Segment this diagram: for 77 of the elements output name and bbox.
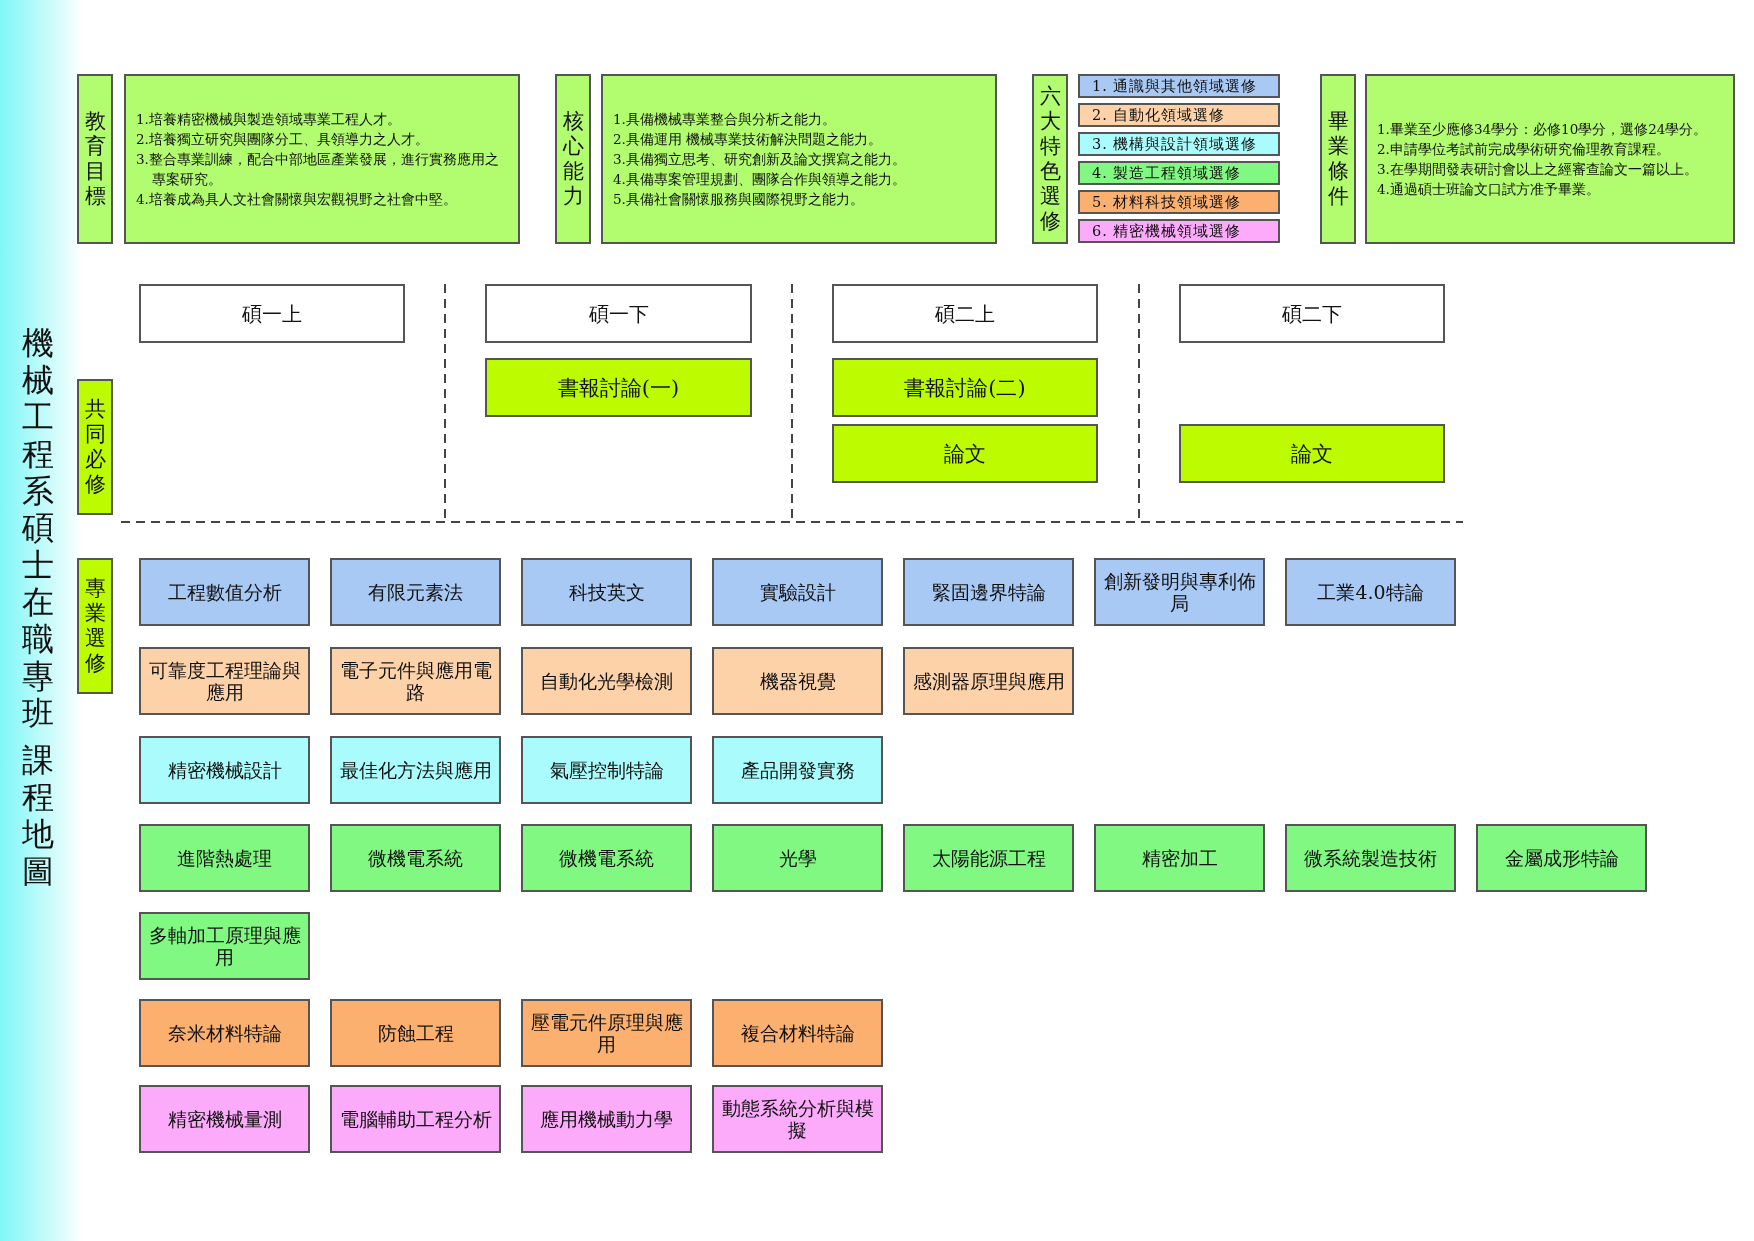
section-label-box bbox=[555, 74, 591, 244]
list-item: 4.具備專案管理規劃、團隊合作與領導之能力。 bbox=[613, 170, 906, 189]
heading-text: 六大特色選修 bbox=[1039, 84, 1061, 234]
track-legend-box: 3. 機構與設計領域選修 bbox=[1078, 132, 1280, 156]
course-box: 科技英文 bbox=[521, 558, 692, 626]
course-box: 產品開發實務 bbox=[712, 736, 883, 804]
page-subtitle: 課程地圖 bbox=[21, 742, 55, 890]
course-box: 光學 bbox=[712, 824, 883, 892]
course-box: 創新發明與專利佈局 bbox=[1094, 558, 1265, 626]
course-box: 微機電系統 bbox=[521, 824, 692, 892]
course-box: 精密加工 bbox=[1094, 824, 1265, 892]
course-box: 金屬成形特論 bbox=[1476, 824, 1647, 892]
list-item: 4.培養成為具人文社會關懷與宏觀視野之社會中堅。 bbox=[136, 190, 457, 209]
course-box: 實驗設計 bbox=[712, 558, 883, 626]
semester-box: 碩一下 bbox=[485, 284, 752, 343]
course-box: 論文 bbox=[1179, 424, 1445, 483]
section-label-box bbox=[1320, 74, 1356, 244]
list-item: 1.畢業至少應修34學分：必修10學分，選修24學分。 bbox=[1377, 120, 1708, 139]
course-box: 微系統製造技術 bbox=[1285, 824, 1456, 892]
course-box: 電腦輔助工程分析 bbox=[330, 1085, 501, 1153]
heading-text: 畢業條件 bbox=[1327, 109, 1349, 209]
track-legend-box: 4. 製造工程領域選修 bbox=[1078, 161, 1280, 185]
course-box: 防蝕工程 bbox=[330, 999, 501, 1067]
heading-text: 專業選修 bbox=[84, 576, 106, 676]
track-legend-box: 5. 材料科技領域選修 bbox=[1078, 190, 1280, 214]
course-box: 自動化光學檢測 bbox=[521, 647, 692, 715]
list-item: 4.通過碩士班論文口試方准予畢業。 bbox=[1377, 180, 1600, 199]
list-item: 3.具備獨立思考、研究創新及論文撰寫之能力。 bbox=[613, 150, 906, 169]
course-box: 應用機械動力學 bbox=[521, 1085, 692, 1153]
course-box: 工程數值分析 bbox=[139, 558, 310, 626]
page-title: 機械工程系碩士在職專班 bbox=[21, 325, 55, 732]
course-box: 論文 bbox=[832, 424, 1098, 483]
course-box: 微機電系統 bbox=[330, 824, 501, 892]
semester-box: 碩二上 bbox=[832, 284, 1098, 343]
course-box: 精密機械量測 bbox=[139, 1085, 310, 1153]
course-box: 氣壓控制特論 bbox=[521, 736, 692, 804]
heading-text: 教育目標 bbox=[84, 109, 106, 209]
heading-text: 核心能力 bbox=[562, 109, 584, 209]
course-box: 工業4.0特論 bbox=[1285, 558, 1456, 626]
course-box: 壓電元件原理與應用 bbox=[521, 999, 692, 1067]
list-item: 1.培養精密機械與製造領域專業工程人才。 bbox=[136, 110, 401, 129]
course-box: 最佳化方法與應用 bbox=[330, 736, 501, 804]
track-legend-box: 2. 自動化領域選修 bbox=[1078, 103, 1280, 127]
course-box: 電子元件與應用電路 bbox=[330, 647, 501, 715]
course-box: 機器視覺 bbox=[712, 647, 883, 715]
course-box: 書報討論(一) bbox=[485, 358, 752, 417]
text-panel bbox=[601, 74, 997, 244]
section-label-box bbox=[1032, 74, 1068, 244]
semester-box: 碩一上 bbox=[139, 284, 405, 343]
course-box: 動態系統分析與模擬 bbox=[712, 1085, 883, 1153]
section-label-box bbox=[77, 379, 113, 515]
course-box: 奈米材料特論 bbox=[139, 999, 310, 1067]
course-box: 書報討論(二) bbox=[832, 358, 1098, 417]
track-legend-box: 1. 通識與其他領域選修 bbox=[1078, 74, 1280, 98]
section-label-box bbox=[77, 74, 113, 244]
list-item: 2.申請學位考試前完成學術研究倫理教育課程。 bbox=[1377, 140, 1670, 159]
course-box: 太陽能源工程 bbox=[903, 824, 1074, 892]
course-box: 緊固邊界特論 bbox=[903, 558, 1074, 626]
course-box: 複合材料特論 bbox=[712, 999, 883, 1067]
list-item: 3.整合專業訓練，配合中部地區產業發展，進行實務應用之專案研究。 bbox=[136, 150, 500, 189]
text-panel bbox=[1365, 74, 1735, 244]
list-item: 1.具備機械專業整合與分析之能力。 bbox=[613, 110, 836, 129]
section-label-box bbox=[77, 558, 113, 694]
semester-box: 碩二下 bbox=[1179, 284, 1445, 343]
track-legend-box: 6. 精密機械領域選修 bbox=[1078, 219, 1280, 243]
course-box: 可靠度工程理論與應用 bbox=[139, 647, 310, 715]
course-box: 進階熱處理 bbox=[139, 824, 310, 892]
text-panel bbox=[124, 74, 520, 244]
heading-text: 共同必修 bbox=[84, 397, 106, 497]
course-box: 精密機械設計 bbox=[139, 736, 310, 804]
list-item: 3.在學期間發表研討會以上之經審查論文一篇以上。 bbox=[1377, 160, 1698, 179]
list-item: 5.具備社會關懷服務與國際視野之能力。 bbox=[613, 190, 864, 209]
course-box: 有限元素法 bbox=[330, 558, 501, 626]
list-item: 2.具備運用 機械專業技術解決問題之能力。 bbox=[613, 130, 883, 149]
course-box: 感測器原理與應用 bbox=[903, 647, 1074, 715]
list-item: 2.培養獨立研究與團隊分工、具領導力之人才。 bbox=[136, 130, 429, 149]
course-box: 多軸加工原理與應用 bbox=[139, 912, 310, 980]
